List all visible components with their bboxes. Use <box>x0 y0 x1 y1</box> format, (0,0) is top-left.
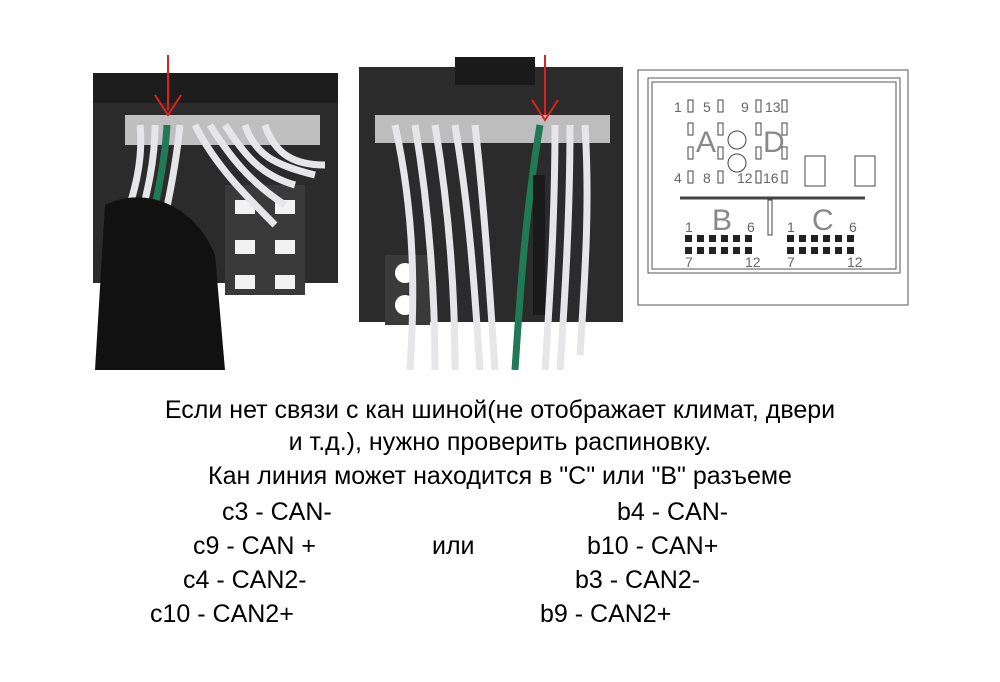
pin-label: 6 <box>849 219 857 235</box>
pin-label: 9 <box>741 99 749 115</box>
pin-label: 5 <box>703 99 711 115</box>
block-label-b: B <box>712 204 732 237</box>
description-line-3: Кан линия может находится в "C" или "B" … <box>208 462 792 490</box>
pinout-c9: c9 - CAN + <box>193 532 316 560</box>
block-label-c: C <box>812 204 834 237</box>
block-label-d: D <box>763 126 785 159</box>
pin-label: 7 <box>685 254 693 270</box>
pinout-b9: b9 - CAN2+ <box>540 600 672 628</box>
connector-photo-middle <box>355 55 627 370</box>
connector-pinout-diagram: 1 5 9 13 4 8 12 16 1 6 7 12 1 6 7 12 A D… <box>630 60 920 320</box>
pin-label: 1 <box>685 219 693 235</box>
block-label-a: A <box>696 126 716 159</box>
pinout-c10: c10 - CAN2+ <box>150 600 294 628</box>
pin-label: 1 <box>674 99 682 115</box>
pin-label: 12 <box>737 170 753 186</box>
description-line-2: и т.д.), нужно проверить распиновку. <box>288 428 712 456</box>
pin-label: 6 <box>747 219 755 235</box>
pin-label: 8 <box>703 170 711 186</box>
pin-label: 12 <box>745 254 761 270</box>
pin-label: 16 <box>763 170 779 186</box>
pin-label: 13 <box>765 99 781 115</box>
pinout-b10: b10 - CAN+ <box>587 532 719 560</box>
description-line-1: Если нет связи с кан шиной(не отображает… <box>164 396 836 424</box>
pinout-c4: c4 - CAN2- <box>183 566 307 594</box>
connector-photo-left <box>85 55 345 370</box>
pin-label: 12 <box>847 254 863 270</box>
pin-label: 7 <box>787 254 795 270</box>
pin-label: 1 <box>787 219 795 235</box>
pin-label: 4 <box>674 170 682 186</box>
pinout-b3: b3 - CAN2- <box>575 566 701 594</box>
pinout-b4: b4 - CAN- <box>617 498 729 526</box>
pinout-c3: c3 - CAN- <box>222 498 332 526</box>
or-label: или <box>432 532 475 560</box>
